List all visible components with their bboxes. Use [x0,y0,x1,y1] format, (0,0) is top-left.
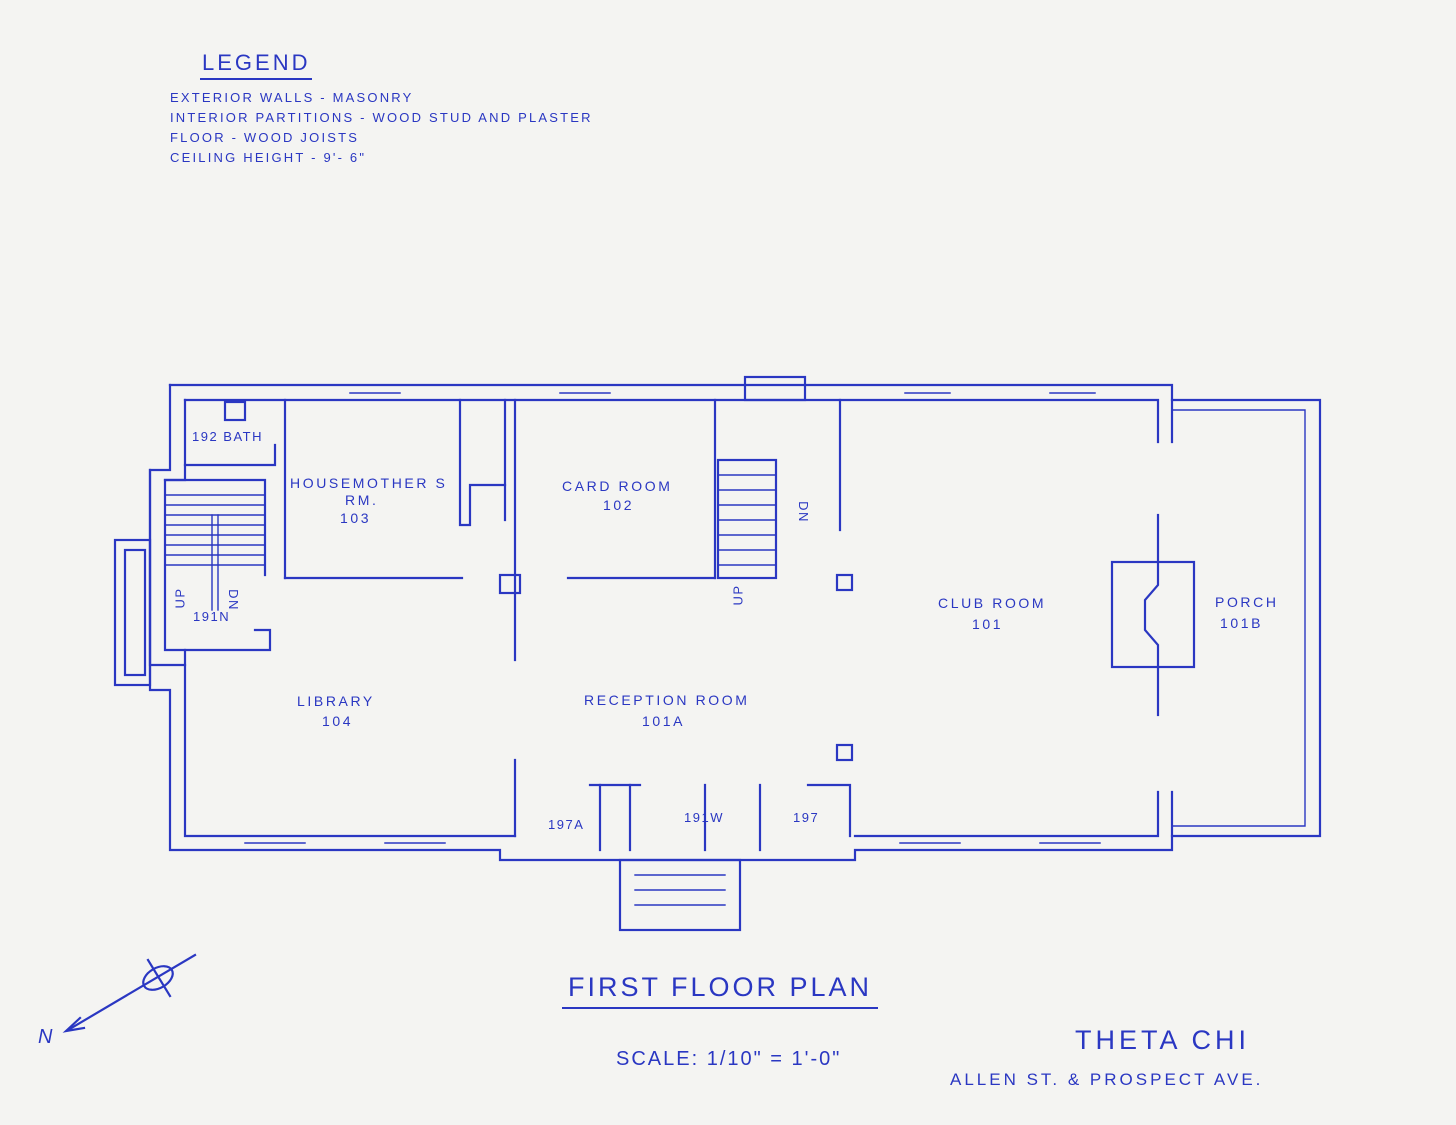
legend-floor: FLOOR - WOOD JOISTS [170,130,360,145]
stair-left-treads [164,494,266,611]
porch-outline [1170,398,1322,838]
exterior-wall-inner-right [853,790,1160,838]
stair-down-label-left: DN [225,589,241,611]
room-label-porch: PORCH [1215,594,1279,610]
legend-ceiling-height: CEILING HEIGHT - 9'- 6" [170,150,367,165]
stair-down-label-right: DN [795,501,811,523]
plan-title: FIRST FLOOR PLAN [562,972,879,1009]
room-label-stair-191n: 191N [193,609,231,624]
register-1 [835,573,854,592]
room-label-reception: RECEPTION ROOM [584,692,750,708]
room-label-197a: 197A [548,817,585,832]
room-label-197: 197 [793,810,820,825]
exterior-wall-inner [183,398,1160,444]
bath-walls [183,443,277,467]
exterior-wall-outer-right [148,383,1174,862]
address: ALLEN ST. & PROSPECT AVE. [950,1070,1264,1089]
room-number-library: 104 [322,713,354,729]
room-label-library: LIBRARY [297,693,375,709]
north-label: N [38,1026,53,1048]
legend-exterior-walls: EXTERIOR WALLS - MASONRY [170,90,414,105]
room-number-reception: 101A [642,713,686,729]
register-2 [835,743,854,762]
stair-up-label-left: UP [172,587,188,609]
room-label-191w: 191W [684,810,724,825]
room-label-club: CLUB ROOM [938,595,1047,611]
north-arrow [62,953,197,1033]
room-label-housemother: HOUSEMOTHER S [290,475,448,491]
fireplace [1110,560,1196,669]
plan-scale: SCALE: 1/10" = 1'-0" [616,1048,842,1070]
wc-walls [458,398,507,527]
room-number-card: 102 [603,497,635,513]
stair-right [716,458,778,580]
stair-tower-left [148,468,187,667]
room-number-housemother: 103 [340,510,372,526]
stair-left-walls [163,478,267,577]
windows-top [244,392,1101,844]
room-label-card: CARD ROOM [562,478,673,494]
legend-interior-partitions: INTERIOR PARTITIONS - WOOD STUD AND PLAS… [170,110,593,125]
room-number-club: 101 [972,616,1004,632]
stair-up-label-right: UP [730,584,746,606]
column [498,573,522,595]
exterior-wall-outer [168,383,1174,444]
room-number-porch: 101B [1220,615,1264,631]
stair-right-treads [717,474,777,566]
legend-title: LEGEND [200,50,313,80]
entrance-steps [618,858,742,932]
chimney-top [743,375,807,402]
room-label-housemother-rm: RM. [345,492,379,508]
room-label-bath: 192 BATH [192,429,264,444]
organization-name: THETA CHI [1075,1025,1251,1055]
